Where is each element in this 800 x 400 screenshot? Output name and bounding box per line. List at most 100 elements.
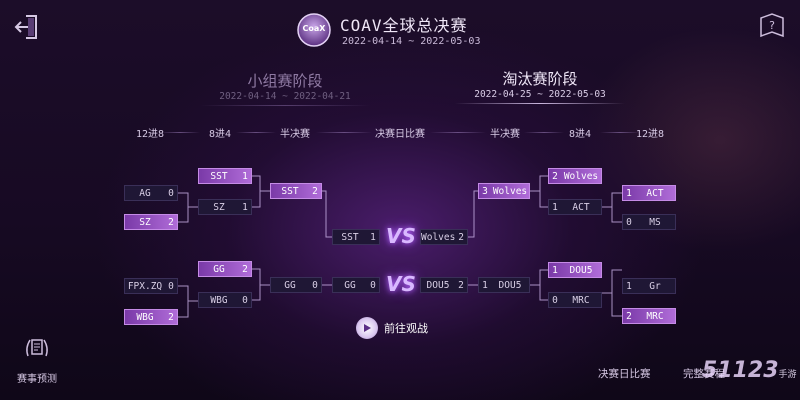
team-score: 2 [168, 216, 174, 228]
team-name: SZ [139, 216, 151, 228]
team-score: 1 [626, 280, 632, 292]
round-divider [236, 132, 276, 133]
team-name: FPX.ZQ [127, 280, 163, 292]
team-score: 1 [242, 170, 248, 182]
team-score: 3 [482, 185, 488, 197]
team-name: WBG [210, 294, 228, 306]
team-slot-dou5-winner[interactable]: 1 DOU5 [548, 262, 602, 278]
team-slot-gg-semi[interactable]: GG 0 [270, 277, 322, 293]
vs-badge: VS [386, 272, 416, 296]
team-slot-wbg-winner[interactable]: WBG 2 [124, 309, 178, 325]
team-slot-sst-winner[interactable]: SST 1 [198, 168, 252, 184]
team-score: 1 [626, 187, 632, 199]
final-match2-left[interactable]: GG 0 [332, 277, 380, 293]
stage-knockout-title: 淘汰赛阶段 [502, 70, 578, 88]
team-name: ACT [572, 201, 590, 213]
team-name: MRC [572, 294, 590, 306]
prediction-laurel-icon [26, 339, 48, 357]
team-score: 1 [552, 264, 558, 276]
team-name: SST [210, 170, 228, 182]
team-score: 0 [626, 216, 632, 228]
help-book-icon[interactable]: ? [758, 10, 786, 40]
team-name: AG [139, 187, 151, 199]
team-slot-sst-semi[interactable]: SST 2 [270, 183, 322, 199]
final-match2-right[interactable]: DOU5 2 [420, 277, 468, 293]
site-watermark: 51123手游 [702, 358, 797, 383]
team-score: 2 [168, 311, 174, 323]
round-divider [600, 132, 640, 133]
watermark-brand: 51123 [702, 358, 779, 383]
team-score: 0 [168, 280, 174, 292]
exit-icon[interactable] [12, 12, 42, 42]
team-score: 0 [552, 294, 558, 306]
team-score: 2 [312, 185, 318, 197]
prediction-label: 赛事预测 [17, 374, 57, 385]
nav-final-day[interactable]: 决赛日比赛 [598, 368, 651, 380]
team-score: 0 [370, 279, 376, 291]
team-score: 0 [168, 187, 174, 199]
team-slot-wbg[interactable]: WBG 0 [198, 292, 252, 308]
play-icon [356, 317, 378, 339]
team-slot-ag[interactable]: AG 0 [124, 185, 178, 201]
team-slot-act-winner[interactable]: 1 ACT [622, 185, 676, 201]
round-label-12to8-right: 12进8 [635, 129, 665, 140]
team-score: 1 [552, 201, 558, 213]
team-slot-wolves-semi[interactable]: 3 Wolves [478, 183, 530, 199]
prediction-button[interactable]: 赛事预测 [12, 334, 62, 385]
team-slot-gr[interactable]: 1 Gr [622, 278, 676, 294]
team-name: WBG [136, 311, 154, 323]
team-slot-gg-winner[interactable]: GG 2 [198, 261, 252, 277]
team-name: MS [649, 216, 661, 228]
round-label-final-day: 决赛日比赛 [375, 129, 425, 140]
final-match1-left[interactable]: SST 1 [332, 229, 380, 245]
team-slot-wolves-winner[interactable]: 2 Wolves [548, 168, 602, 184]
stage-group[interactable]: 小组赛阶段 2022-04-14 ~ 2022-04-21 [200, 70, 370, 106]
tournament-dates: 2022-04-14 ~ 2022-05-03 [342, 36, 481, 47]
team-score: 1 [370, 231, 376, 243]
page-title: COAV全球总决赛 [340, 16, 468, 35]
team-slot-mrc[interactable]: 0 MRC [548, 292, 602, 308]
svg-text:?: ? [769, 19, 775, 32]
team-name: SZ [213, 201, 225, 213]
team-slot-dou5-semi[interactable]: 1 DOU5 [478, 277, 530, 293]
team-slot-sz[interactable]: SZ 1 [198, 199, 252, 215]
team-slot-sz-winner[interactable]: SZ 2 [124, 214, 178, 230]
round-divider [430, 132, 486, 133]
vs-badge: VS [386, 224, 416, 248]
team-name: DOU5 [569, 264, 593, 276]
nav-full-schedule[interactable]: 完整赛程 [683, 368, 725, 380]
stage-group-underline [200, 105, 370, 106]
round-label-semi-right: 半决赛 [490, 129, 520, 140]
team-slot-act[interactable]: 1 ACT [548, 199, 602, 215]
team-name: GG [284, 279, 296, 291]
stage-knockout-underline [455, 103, 625, 104]
final-match1-right[interactable]: Wolves 2 [420, 229, 468, 245]
round-label-8to4-right: 8进4 [568, 129, 592, 140]
team-name: GG [213, 263, 225, 275]
team-name: MRC [646, 310, 664, 322]
round-labels: 12进8 8进4 半决赛 决赛日比赛 半决赛 8进4 12进8 [0, 125, 800, 141]
team-name: Wolves [492, 185, 528, 197]
watch-live-button[interactable]: 前往观战 [356, 316, 428, 340]
logo-text: CoaX [302, 24, 326, 33]
round-label-12to8-left: 12进8 [135, 129, 165, 140]
team-score: 2 [626, 310, 632, 322]
team-name: Gr [649, 280, 661, 292]
stage-knockout[interactable]: 淘汰赛阶段 2022-04-25 ~ 2022-05-03 [455, 68, 625, 104]
team-score: 1 [482, 279, 488, 291]
round-divider [524, 132, 564, 133]
team-score: 2 [242, 263, 248, 275]
team-score: 2 [552, 170, 558, 182]
watch-live-label: 前往观战 [384, 322, 428, 335]
stage-group-title: 小组赛阶段 [247, 72, 323, 90]
team-slot-ms[interactable]: 0 MS [622, 214, 676, 230]
team-name: SST [281, 185, 299, 197]
round-divider [316, 132, 372, 133]
stage-knockout-dates: 2022-04-25 ~ 2022-05-03 [474, 89, 606, 100]
team-slot-fpx[interactable]: FPX.ZQ 0 [124, 278, 178, 294]
stage-group-dates: 2022-04-14 ~ 2022-04-21 [219, 91, 351, 102]
team-name: DOU5 [498, 279, 522, 291]
team-slot-mrc-winner[interactable]: 2 MRC [622, 308, 676, 324]
round-label-8to4-left: 8进4 [208, 129, 232, 140]
